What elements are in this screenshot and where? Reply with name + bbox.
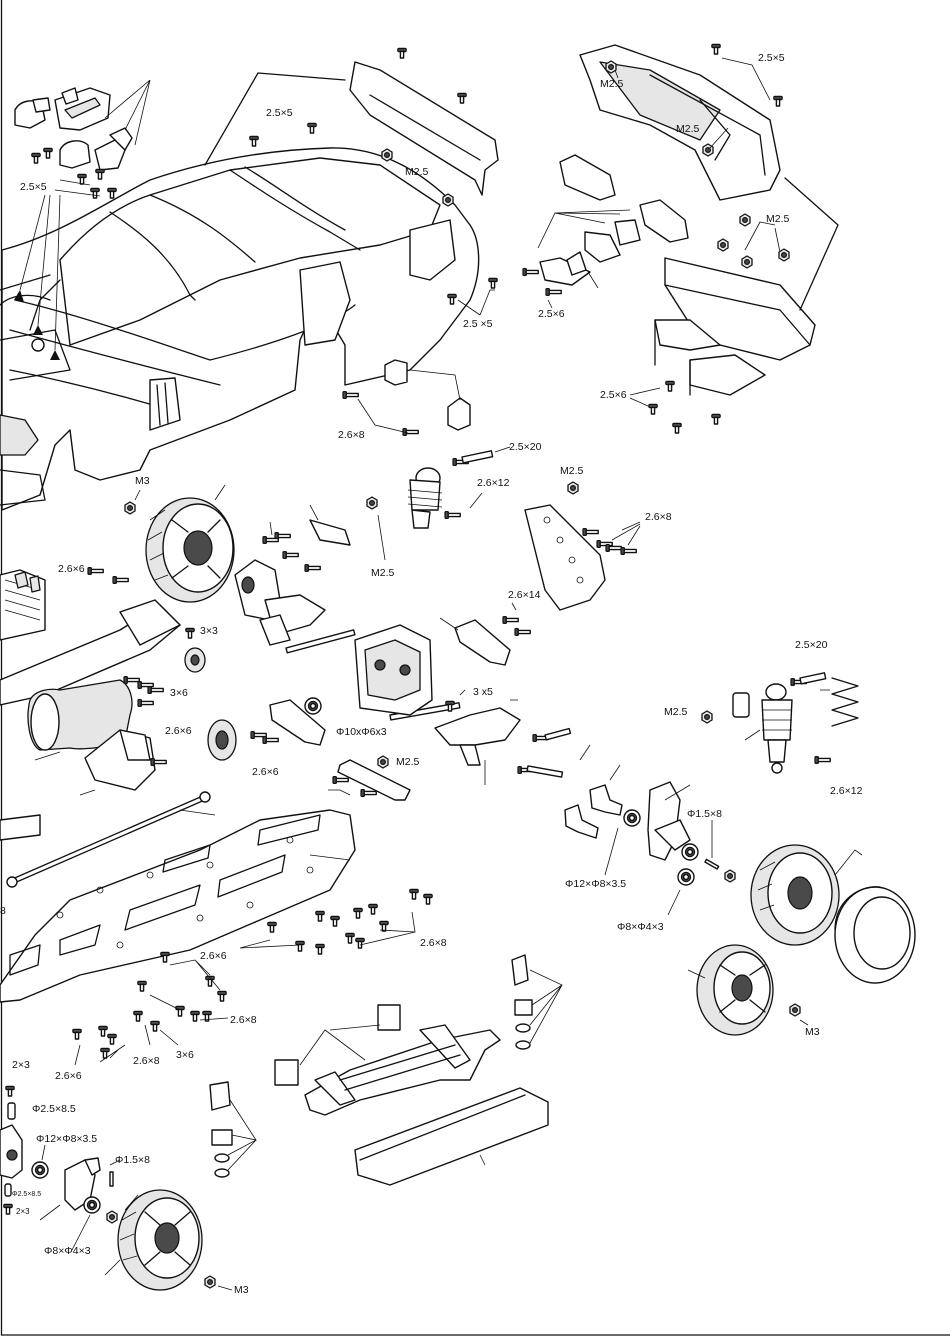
label-pin-2-5x8-5-small: Φ2.5×8.5 (12, 1191, 41, 1198)
label-screw-2-6x8-tower: 2.6×8 (645, 511, 672, 523)
label-bearing-12x8x3-5-rear: Φ12×Φ8×3.5 (565, 878, 626, 890)
label-screw-2-6x8-post: 2.6×8 (338, 429, 365, 441)
label-screw-3x5-arm: 3 x5 (473, 686, 493, 698)
rear-shock (733, 684, 792, 773)
link-arm-upper (455, 620, 510, 665)
label-screw-2-5x20-shock: 2.5×20 (509, 441, 542, 453)
label-nut-m2-5-wing-a: M2.5 (600, 78, 624, 90)
rear-axle-shaft (527, 766, 562, 777)
rear-axle (565, 785, 622, 838)
shock-springs (832, 678, 858, 726)
battery-strap-parts-left (210, 1082, 232, 1177)
label-screw-2-6x8-chassis-b: 2.6×8 (230, 1014, 257, 1026)
label-nut-m2-5-wing-b: M2.5 (676, 123, 700, 135)
label-bearing-8x4x3-rear: Φ8×Φ4×3 (617, 921, 664, 933)
label-screw-2-6x6-spur: 2.6×6 (165, 725, 192, 737)
label-screw-2-5x6-plate: 2.5×6 (600, 389, 627, 401)
car-body-shell (0, 148, 479, 510)
label-screw-2-6x12-shock: 2.6×12 (477, 477, 510, 489)
label-nut-m2-5-link: M2.5 (396, 756, 420, 768)
front-wheel-bottom (118, 1190, 202, 1290)
pin-1-5x8 (110, 1172, 113, 1186)
label-screw-2-6x6-motor: 2.6×6 (58, 563, 85, 575)
label-screw-2-6x14: 2.6×14 (508, 589, 541, 601)
label-screw-2x3: 2×3 (12, 1059, 30, 1071)
esc-unit (0, 570, 45, 640)
label-screw-3x3-pinion: 3×3 (200, 625, 218, 637)
label-pin-1-5x8-rear: Φ1.5×8 (687, 808, 722, 820)
label-screw-2-5x5-left: 2.5×5 (20, 181, 47, 193)
rear-wing-assembly (580, 45, 838, 395)
label-nut-m2-5-tower: M2.5 (560, 465, 584, 477)
label-screw-2-6x6-chassis-b: 2.6×6 (55, 1070, 82, 1082)
label-nut-m3-front-wheel: M3 (234, 1284, 249, 1296)
center-gearbox (355, 625, 432, 715)
battery-clip-top (378, 1005, 400, 1030)
body-posts (385, 360, 470, 430)
battery-holder (305, 1025, 500, 1115)
label-pin-1-5x8-front: Φ1.5×8 (115, 1154, 150, 1166)
side-plate (0, 815, 40, 840)
label-screw-2-5x20-rear: 2.5×20 (795, 639, 828, 651)
label-screw-2x3-small: 2×3 (16, 1207, 30, 1216)
drive-shaft-upper (286, 630, 355, 653)
label-screw-2-6x6-link: 2.6×6 (252, 766, 279, 778)
front-upright-assembly (235, 520, 350, 645)
light-bucket-parts (15, 88, 132, 170)
label-nut-m3-rear-wheel: M3 (805, 1026, 820, 1038)
label-screw-2-5x6-mount: 2.5×6 (538, 308, 565, 320)
label-screw-3x6-mount: 3×6 (170, 687, 188, 699)
label-screw-2-5x5-wing: 2.5×5 (758, 52, 785, 64)
spur-gear (208, 720, 236, 760)
label-screw-3x6-chassis: 3×6 (176, 1049, 194, 1061)
label-pin-2-5x8-5: Φ2.5×8.5 (32, 1103, 76, 1115)
bearing-10x6x3 (305, 698, 321, 714)
label-bearing-10x6x3: Φ10xΦ6x3 (336, 726, 387, 738)
battery-clip-side (275, 1060, 298, 1085)
label-screw-2-5x5-mount: 2.5 ×5 (463, 318, 493, 330)
front-shock (408, 468, 442, 528)
main-chassis-plate (0, 810, 355, 1002)
label-nut-m2-5-shock: M2.5 (371, 567, 395, 579)
front-knuckle-bottom (0, 1125, 22, 1178)
pin-2-5x8-5 (8, 1103, 15, 1119)
label-screw-2-6x12-rear: 2.6×12 (830, 785, 863, 797)
battery-strap-parts-right (512, 955, 532, 1049)
label-bearing-8x4x3-front: Φ8×Φ4×3 (44, 1245, 91, 1257)
label-bearing-12x8x3-5-front: Φ12×Φ8×3.5 (36, 1133, 97, 1145)
label-edge-digit: 8 (0, 905, 6, 917)
label-nut-m2-5-rear: M2.5 (664, 706, 688, 718)
label-screw-2-6x8-chassis-c: 2.6×8 (133, 1055, 160, 1067)
label-screw-2-6x6-chassis: 2.6×6 (200, 950, 227, 962)
battery-pack (355, 1088, 548, 1185)
pinion-gear (185, 648, 205, 672)
label-screw-2-6x8-chassis: 2.6×8 (420, 937, 447, 949)
label-nut-m2-5-wing-c: M2.5 (766, 213, 790, 225)
label-nut-m2-5-body: M2.5 (405, 166, 429, 178)
label-screw-2-5x5-body: 2.5×5 (266, 107, 293, 119)
front-wheel-top (146, 498, 234, 602)
label-nut-m3-wheel-front: M3 (135, 475, 150, 487)
lower-suspension-arm (435, 708, 520, 765)
